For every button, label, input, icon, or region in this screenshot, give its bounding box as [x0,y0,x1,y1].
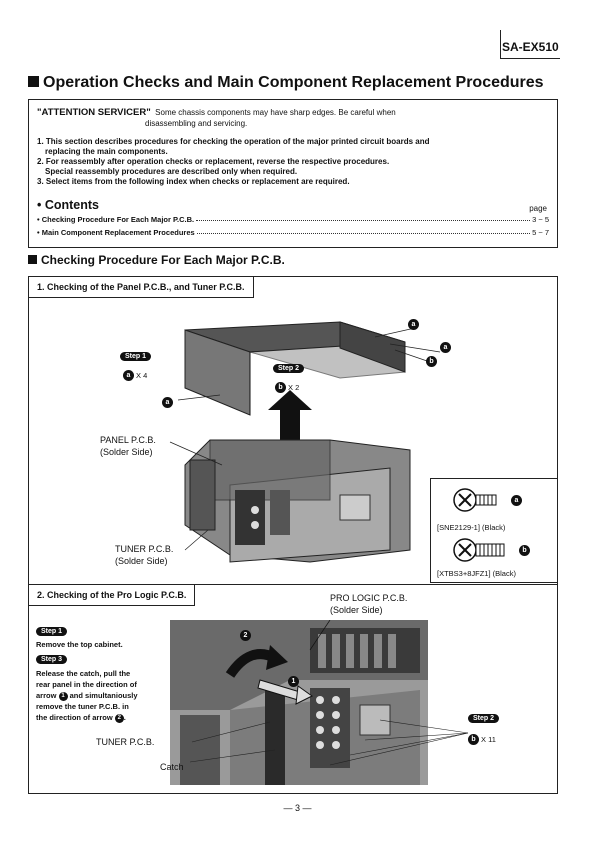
toc-entry[interactable]: • Checking Procedure For Each Major P.C.… [37,215,549,224]
screw-count: X 2 [288,383,300,393]
intro-item: 3. Select items from the following index… [37,177,350,186]
toc-leader [196,215,531,221]
lift-arrow-icon [268,390,312,440]
intro-item: replacing the main components. [45,147,168,156]
page-column-label: page [529,204,547,213]
intro-item: Special reassembly procedures are descri… [45,167,298,176]
section-heading: Checking Procedure For Each Major P.C.B. [28,253,285,267]
square-bullet-icon [28,76,39,87]
header-underline [500,58,560,59]
part2-tuner-label: TUNER P.C.B. [96,737,155,747]
part2-frame [28,584,558,794]
screw-a-part-number: [SNE2129-1] (Black) [437,523,506,532]
intro-item: 1. This section describes procedures for… [37,137,430,146]
part2-step2-badge: Step 2 [468,714,500,723]
part2-leader-lines [189,719,469,766]
part2-step1-badge: Step 1 [36,627,68,636]
arrow-1-icon: 1 [58,691,68,701]
screw-a-callout: a [440,342,451,353]
attention-text-1: Some chassis components may have sharp e… [155,108,396,117]
screw-a-callout: a [162,397,173,408]
part2-step1-text: Remove the top cabinet. [36,640,123,649]
screw-b-callout: b [426,356,437,367]
toc-entry[interactable]: • Main Component Replacement Procedures … [37,228,549,237]
toc-label: • Checking Procedure For Each Major P.C.… [37,215,195,224]
attention-label: "ATTENTION SERVICER" [37,107,151,118]
square-bullet-icon [28,255,37,264]
screw-legend: a [SNE2129-1] (Black) b [XTBS3+8JFZ1] (B… [430,478,558,583]
model-number: SA-EX510 [502,40,559,54]
screw-b-part-number: [XTBS3+8JFZ1] (Black) [437,569,516,578]
part2-heading: 2. Checking of the Pro Logic P.C.B. [28,584,196,606]
contents-heading: • Contents [37,198,100,212]
part2-illustration [170,620,428,785]
screw-b-icon: b [519,545,530,556]
intro-box: "ATTENTION SERVICER" Some chassis compon… [28,99,558,248]
part2-step3-badge: Step 3 [36,655,68,664]
part2-step3-text: Release the catch, pull the rear panel i… [36,669,138,723]
chassis-drawing [184,439,411,563]
header-rule [500,30,501,58]
screw-b-icon: b [275,382,286,394]
toc-page: 5 ~ 7 [532,228,549,237]
toc-page: 3 ~ 5 [532,215,549,224]
tuner-pcb-label: TUNER P.C.B.(Solder Side) [115,544,174,566]
intro-list: 1. This section describes procedures for… [37,137,547,187]
screw-count: X 11 [481,735,496,745]
part1-heading: 1. Checking of the Panel P.C.B., and Tun… [28,276,254,298]
screw-b-drawing [453,538,505,562]
intro-item: 2. For reassembly after operation checks… [37,157,390,166]
attention-note: "ATTENTION SERVICER" Some chassis compon… [37,107,547,129]
section-heading-text: Checking Procedure For Each Major P.C.B. [41,253,285,267]
screw-a-callout: a [408,319,419,330]
page-title: Operation Checks and Main Component Repl… [28,74,544,92]
page-number: — 3 — [283,803,312,813]
attention-text-2: disassembling and servicing. [145,119,248,128]
toc-leader [196,228,531,234]
panel-pcb-label: PANEL P.C.B.(Solder Side) [100,435,156,457]
screw-a-icon: a [511,495,522,506]
page-title-text: Operation Checks and Main Component Repl… [43,74,544,91]
screw-a-drawing [453,488,497,512]
step2-badge: Step 2 [273,364,305,373]
top-cabinet-drawing [184,321,406,416]
catch-label: Catch [160,762,184,772]
arrow-2-marker: 2 [240,630,251,641]
part1-illustration [169,321,441,563]
screw-b-icon: b [468,734,479,746]
screw-count: X 4 [136,371,148,381]
pro-logic-pcb-label: PRO LOGIC P.C.B.(Solder Side) [330,593,408,615]
step1-badge: Step 1 [120,352,152,361]
toc-label: • Main Component Replacement Procedures [37,228,195,237]
arrow-2-icon: 2 [114,713,124,723]
arrow-1-marker: 1 [288,676,299,687]
screw-a-icon: a [123,370,134,382]
